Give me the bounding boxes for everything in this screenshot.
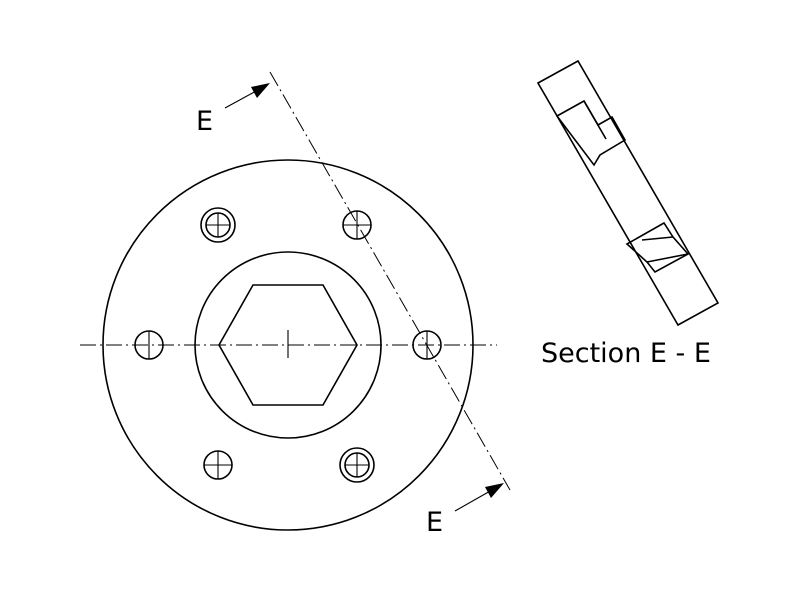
section-title: Section E - E: [541, 338, 711, 369]
bolt-hole-top-left: [200, 207, 236, 243]
section-label-top: E: [196, 106, 213, 137]
bolt-hole-bottom-left: [203, 450, 233, 480]
section-arrow-bottom: [454, 483, 504, 512]
section-body-outline: [536, 59, 720, 327]
cutting-plane-line: [269, 71, 511, 491]
chamfered-hole: [625, 221, 690, 274]
outer-flange-circle: [102, 159, 474, 531]
bolt-hole-top-right: [342, 210, 372, 240]
section-view: Section E - E: [536, 59, 720, 369]
hex-socket: [218, 284, 358, 406]
section-label-bottom: E: [426, 507, 443, 538]
hub-circle: [194, 251, 382, 439]
section-arrow-top: [224, 83, 270, 109]
bolt-hole-left: [134, 330, 164, 360]
front-view: E E: [80, 71, 511, 538]
bolt-hole-bottom-right: [339, 447, 375, 483]
